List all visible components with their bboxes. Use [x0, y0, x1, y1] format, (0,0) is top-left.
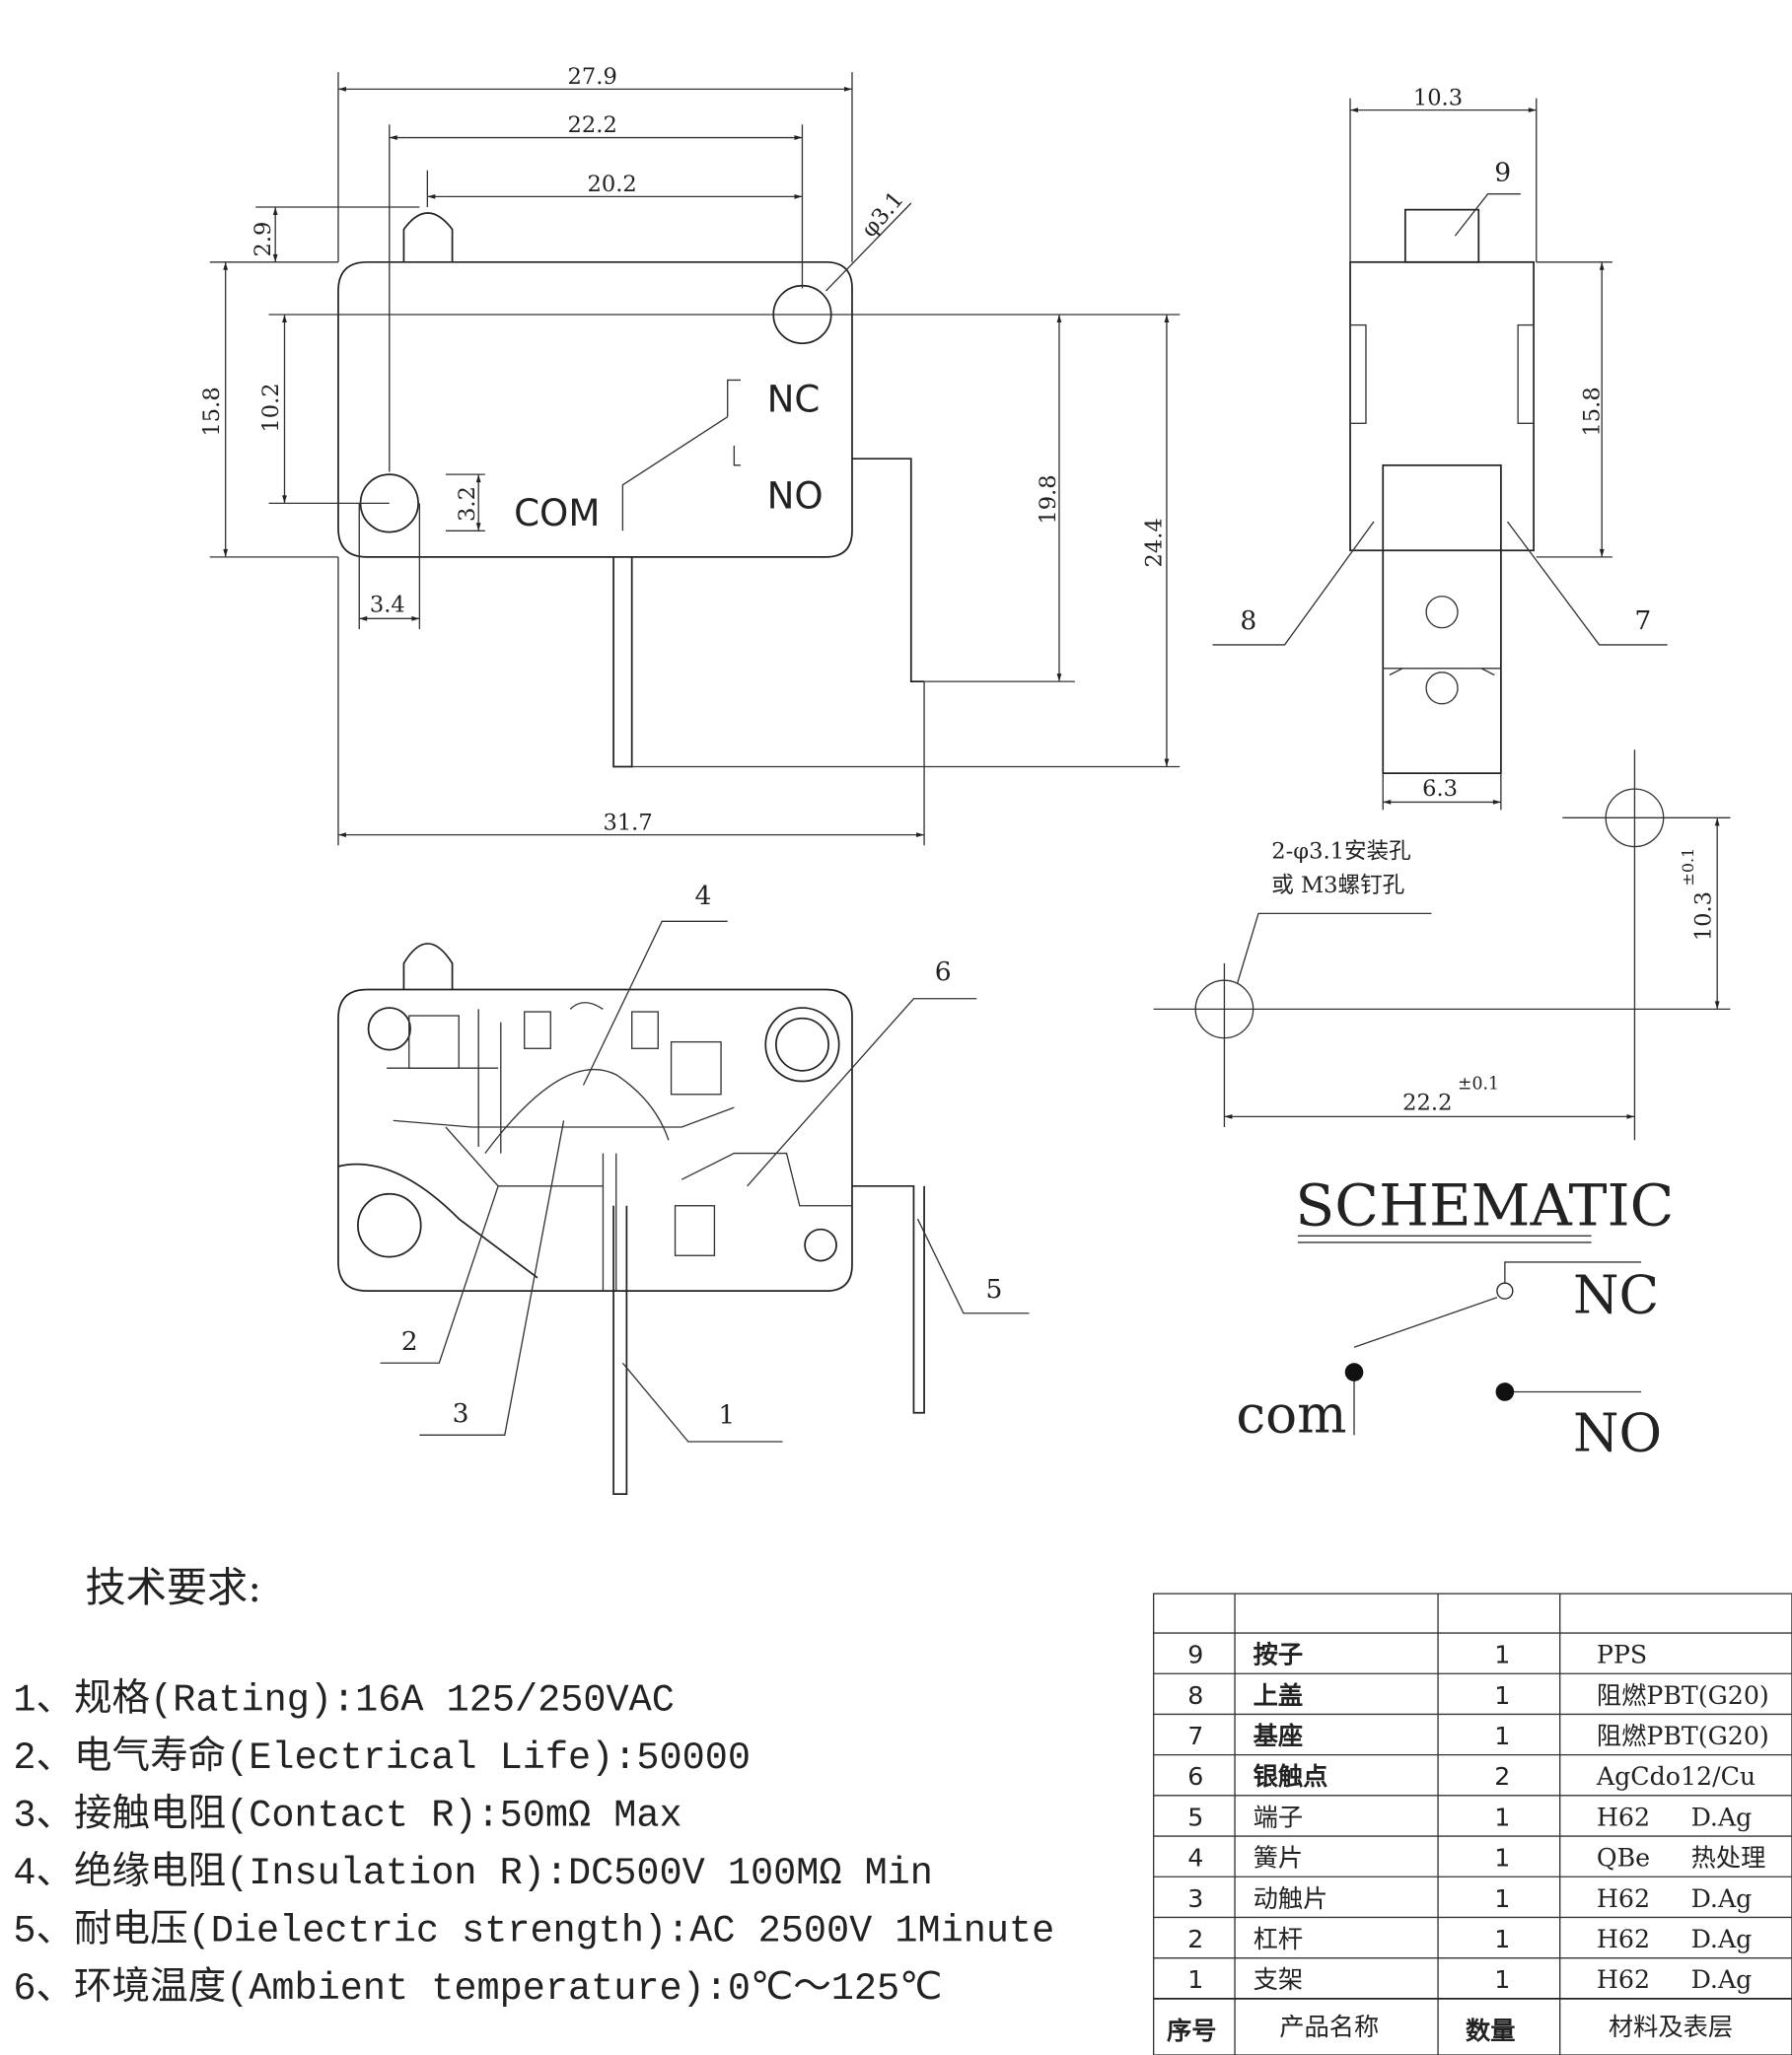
com-label: COM	[514, 491, 600, 534]
bom-cell: 3	[1187, 1884, 1203, 1913]
bom-cell: 1	[1494, 1965, 1510, 1994]
callout-9: 9	[1494, 157, 1511, 187]
schematic-com: com	[1236, 1384, 1346, 1446]
bom-cell: 杠杆	[1254, 1925, 1303, 1953]
bom-cell: 5	[1187, 1803, 1203, 1831]
dim-22-2-mount: 22.2	[1402, 1091, 1452, 1116]
mount-note-1: 2-φ3.1安装孔	[1271, 839, 1410, 865]
dim-2-9: 2.9	[251, 222, 276, 257]
dim-10-3: 10.3	[1413, 85, 1463, 110]
bom-header: 序号	[1167, 2017, 1217, 2045]
dim-22-2: 22.2	[568, 112, 617, 138]
bom-cell: H62	[1597, 1884, 1650, 1913]
technical-requirements: 技术要求: 1、规格(Rating):16A 125/250VAC 2、电气寿命…	[13, 1564, 1054, 2011]
requirement-item: 3、接触电阻(Contact R):50mΩ Max	[13, 1793, 681, 1837]
bom-cell: 支架	[1254, 1965, 1303, 1994]
mounting-hole-layout: 2-φ3.1安装孔 或 M3螺钉孔 10.3 ±0.1 22.2 ±0.1	[1153, 749, 1731, 1141]
bom-cell: 7	[1187, 1722, 1203, 1750]
bom-cell: QBe	[1597, 1844, 1650, 1873]
top-view: NC NO COM 27.9 22.2 20.2 2.9 15.8 10.2 3…	[199, 64, 1181, 846]
bom-cell: 银触点	[1254, 1762, 1328, 1791]
bom-cell: 1	[1494, 1884, 1510, 1913]
dim-24-4: 24.4	[1142, 518, 1168, 567]
bom-cell: H62	[1597, 1965, 1650, 1994]
bom-cell: H62	[1597, 1925, 1650, 1953]
bom-cell: 端子	[1254, 1803, 1303, 1831]
schematic-title: SCHEMATIC	[1295, 1172, 1674, 1240]
bom-cell: 1	[1494, 1844, 1510, 1873]
callout-8: 8	[1240, 605, 1256, 636]
bom-cell: D.Ag	[1691, 1884, 1753, 1913]
side-view: 10.3 15.8 6.3 9 8 7	[1212, 85, 1668, 811]
bom-cell: 上盖	[1254, 1681, 1303, 1710]
bom-header: 材料及表层	[1609, 2013, 1733, 2041]
requirement-item: 1、规格(Rating):16A 125/250VAC	[13, 1677, 675, 1722]
callout-3: 3	[453, 1398, 469, 1429]
bom-cell: 2	[1494, 1762, 1510, 1791]
dim-22-2-tolerance: ±0.1	[1458, 1074, 1499, 1094]
dim-15-8-side: 15.8	[1580, 387, 1606, 436]
dim-27-9: 27.9	[568, 64, 617, 90]
bom-cell: 2	[1187, 1925, 1203, 1953]
callout-2: 2	[401, 1326, 418, 1357]
requirements-title: 技术要求:	[85, 1564, 261, 1611]
dim-3-2: 3.2	[455, 486, 480, 522]
dim-31-7: 31.7	[603, 810, 652, 835]
bom-cell: D.Ag	[1691, 1925, 1753, 1953]
bom-cell: 1	[1494, 1925, 1510, 1953]
callout-1: 1	[718, 1399, 735, 1430]
dim-20-2: 20.2	[588, 172, 637, 197]
dim-10-3-tolerance: ±0.1	[1679, 848, 1697, 886]
nc-label: NC	[767, 377, 821, 420]
bom-cell: 4	[1187, 1844, 1203, 1873]
bom-cell: 8	[1187, 1681, 1203, 1710]
no-label: NO	[767, 474, 824, 518]
bom-cell: 9	[1187, 1641, 1203, 1669]
bom-cell: 阻燃PBT(G20)	[1597, 1681, 1769, 1710]
bom-cell: D.Ag	[1691, 1965, 1753, 1994]
bom-cell: 按子	[1254, 1641, 1303, 1669]
bom-cell: 1	[1494, 1641, 1510, 1669]
dim-10-2: 10.2	[258, 383, 284, 432]
bom-cell: 1	[1187, 1965, 1203, 1994]
dim-phi-3-1: φ3.1	[857, 186, 909, 242]
bom-cell: PPS	[1597, 1641, 1647, 1669]
bom-cell: 阻燃PBT(G20)	[1597, 1722, 1769, 1750]
callout-4: 4	[694, 881, 711, 911]
bom-cell: H62	[1597, 1803, 1650, 1831]
callout-6: 6	[935, 957, 952, 987]
mount-note-2: 或 M3螺钉孔	[1271, 873, 1404, 898]
bom-cell: 6	[1187, 1762, 1203, 1791]
schematic-no: NO	[1573, 1402, 1662, 1463]
dim-3-4: 3.4	[370, 593, 405, 618]
bom-cell: D.Ag	[1691, 1803, 1753, 1831]
bom-cell: 簧片	[1254, 1844, 1303, 1873]
bom-table: 序号 产品名称 数量 材料及表层 9 按子 1 PPS 8 上盖 1 阻燃PBT(G20) 7 基…	[1153, 1593, 1792, 2055]
schematic: SCHEMATIC NC NO com	[1236, 1172, 1674, 1464]
schematic-nc: NC	[1573, 1265, 1659, 1326]
requirement-item: 6、环境温度(Ambient temperature):0℃～125℃	[13, 1965, 942, 2011]
callout-5: 5	[986, 1274, 1003, 1305]
bom-header: 产品名称	[1279, 2013, 1379, 2041]
dim-6-3: 6.3	[1422, 776, 1458, 802]
dim-15-8: 15.8	[199, 387, 225, 436]
bom-cell: 1	[1494, 1803, 1510, 1831]
bom-cell: 1	[1494, 1681, 1510, 1710]
bom-cell: 热处理	[1691, 1844, 1766, 1873]
dim-10-3-mount: 10.3	[1691, 891, 1717, 941]
bom-cell: 1	[1494, 1722, 1510, 1750]
requirement-item: 5、耐电压(Dielectric strength):AC 2500V 1Min…	[13, 1908, 1054, 1952]
dim-19-8: 19.8	[1036, 474, 1061, 524]
bom-cell: 动触片	[1254, 1884, 1328, 1913]
bom-header: 数量	[1466, 2017, 1516, 2045]
internal-view: 4 6 5 2 3 1	[337, 881, 1030, 1496]
bom-cell: AgCdo12/Cu	[1596, 1762, 1756, 1791]
requirement-item: 2、电气寿命(Electrical Life):50000	[13, 1735, 751, 1780]
bom-cell: 基座	[1254, 1722, 1303, 1750]
requirement-item: 4、绝缘电阻(Insulation R):DC500V 100MΩ Min	[13, 1850, 933, 1895]
callout-7: 7	[1634, 605, 1651, 636]
